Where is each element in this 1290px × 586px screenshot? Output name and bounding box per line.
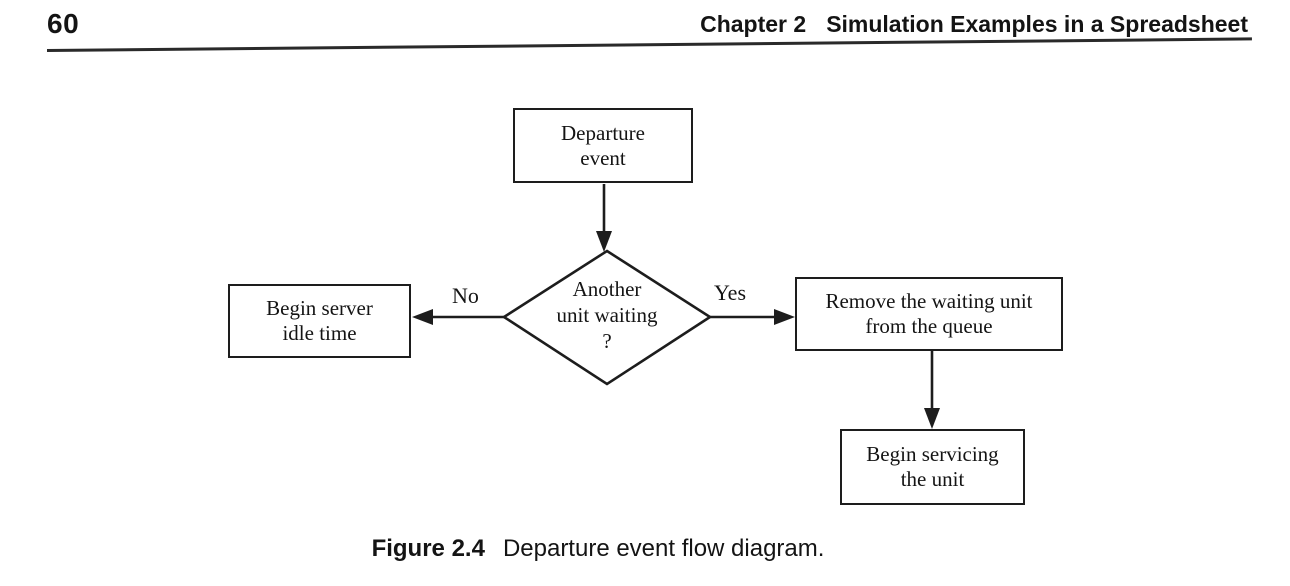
figure-caption-text: Departure event flow diagram. bbox=[502, 535, 825, 562]
arrowhead-departure-to-decision bbox=[596, 231, 612, 252]
node-departure-event: Departure event bbox=[513, 108, 693, 183]
chapter-title: Simulation Examples in a Spreadsheet bbox=[826, 11, 1248, 37]
arrowhead-decision-to-remove bbox=[774, 309, 795, 325]
chapter-label: Chapter 2 bbox=[700, 11, 807, 37]
arrowhead-remove-to-service bbox=[924, 408, 940, 429]
figure-caption-label: Figure 2.4 bbox=[371, 535, 485, 562]
node-remove-waiting-unit: Remove the waiting unit from the queue bbox=[795, 277, 1063, 351]
node-begin-servicing-unit: Begin servicing the unit bbox=[840, 429, 1025, 505]
page-number: 60 bbox=[47, 8, 80, 39]
arrowhead-decision-to-idle bbox=[412, 309, 433, 325]
running-head: Chapter 2 Simulation Examples in a Spread… bbox=[700, 11, 1248, 38]
decision-diamond-shape bbox=[501, 249, 713, 386]
node-begin-server-idle-time: Begin server idle time bbox=[228, 284, 411, 358]
edge-label-no: No bbox=[452, 283, 479, 308]
node-decision-label: Another unit waiting ? bbox=[556, 277, 658, 353]
edge-label-yes: Yes bbox=[714, 280, 747, 305]
figure-caption: Figure 2.4 Departure event flow diagram. bbox=[0, 535, 1196, 563]
